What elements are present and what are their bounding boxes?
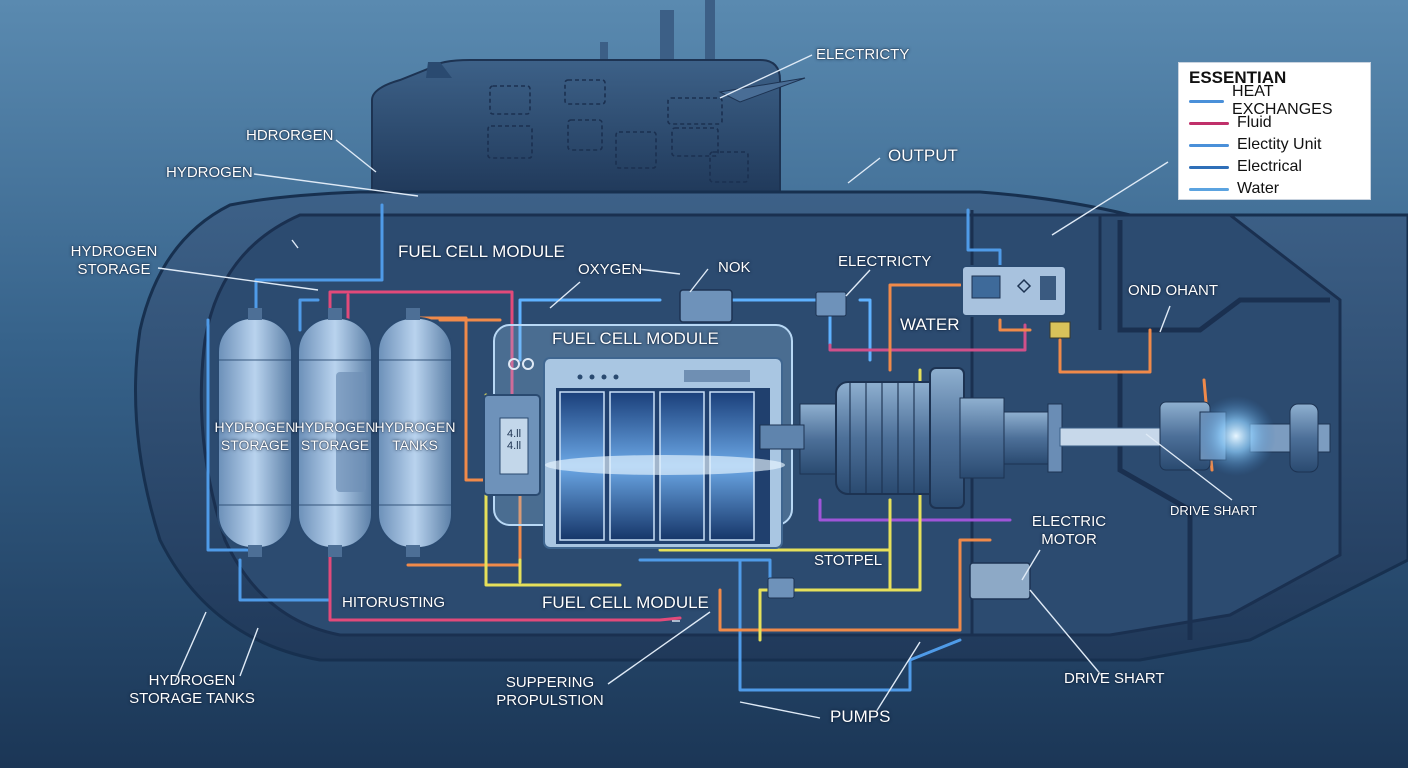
label-hitorusting: HITORUSTING — [342, 594, 446, 611]
legend-item: HEAT EXCHANGES — [1189, 83, 1360, 118]
hydrogen-tanks — [217, 308, 453, 557]
legend-item: Electrical — [1189, 156, 1360, 178]
legend-swatch — [1189, 99, 1225, 103]
fuel-cell-module — [483, 324, 793, 549]
label-nok: NOK — [718, 259, 751, 276]
label-fuel-cell-module-top: FUEL CELL MODULE — [398, 242, 565, 261]
electric-motor — [759, 367, 1063, 509]
label-pumps: PUMPS — [830, 707, 891, 726]
legend-label: Electrical — [1237, 158, 1302, 175]
label-hydrogen-storage-tanks-text: HYDROGEN STORAGE TANKS — [129, 672, 255, 707]
label-electric-motor: ELECTRIC MOTOR — [1024, 513, 1114, 549]
label-hydrogen-storage-text: HYDROGEN STORAGE — [70, 243, 158, 278]
legend-label: HEAT EXCHANGES — [1232, 83, 1333, 118]
drive-shaft — [1059, 396, 1331, 476]
legend-item: Electity Unit — [1189, 134, 1360, 156]
label-hydrogen-storage: HYDROGEN STORAGE — [56, 243, 172, 279]
label-electric-motor-text: ELECTRIC MOTOR — [1031, 513, 1107, 548]
label-stack-glyph-text: 4.ll 4.ll — [506, 428, 522, 452]
label-hydrogen-storage-tanks: HYDROGEN STORAGE TANKS — [122, 672, 262, 708]
legend-swatch — [1189, 165, 1229, 169]
label-tank-1: HYDROGEN STORAGE — [212, 418, 298, 454]
label-drive-shart-bottom: DRIVE SHART — [1064, 670, 1165, 687]
label-tank-1-text: HYDROGEN STORAGE — [214, 419, 296, 453]
label-suppering-propulstion: SUPPERING PROPULSTION — [490, 674, 610, 710]
label-hdrorgen: HDRORGEN — [246, 127, 334, 144]
label-fuel-cell-module-bottom: FUEL CELL MODULE — [542, 593, 709, 612]
label-suppering-propulstion-text: SUPPERING PROPULSTION — [496, 674, 604, 709]
label-tank-2: HYDROGEN STORAGE — [292, 418, 378, 454]
label-tank-3: HYDROGEN TANKS — [372, 418, 458, 454]
legend-swatch — [1189, 121, 1229, 125]
label-oxygen: OXYGEN — [578, 261, 643, 278]
label-stotpel: STOTPEL — [814, 552, 883, 569]
control-box — [679, 265, 1071, 600]
legend-label: Fluid — [1237, 114, 1272, 131]
legend-item: Fluid — [1189, 112, 1360, 134]
label-output: OUTPUT — [888, 146, 958, 165]
label-fuel-cell-module-box: FUEL CELL MODULE — [552, 329, 719, 348]
label-water: WATER — [900, 315, 960, 334]
legend-item: Water — [1189, 178, 1360, 200]
conning-tower — [371, 0, 806, 196]
legend-swatch — [1189, 143, 1229, 147]
legend-title: ESSENTIAN — [1189, 68, 1287, 87]
label-stack-glyph: 4.ll 4.ll — [498, 428, 530, 452]
legend-label: Electity Unit — [1237, 136, 1322, 153]
legend-label: Water — [1237, 180, 1280, 197]
label-electricity-mid: ELECTRICTY — [838, 253, 932, 270]
label-hydrogen-top: HYDROGEN — [166, 164, 253, 181]
label-electricity-top: ELECTRICTY — [816, 46, 910, 63]
label-tank-2-text: HYDROGEN STORAGE — [294, 419, 376, 453]
label-ond-ohant: OND OHANT — [1128, 282, 1218, 299]
legend-swatch — [1189, 187, 1229, 191]
label-tank-3-text: HYDROGEN TANKS — [374, 419, 456, 453]
label-drive-shart-right: DRIVE SHART — [1170, 503, 1258, 518]
